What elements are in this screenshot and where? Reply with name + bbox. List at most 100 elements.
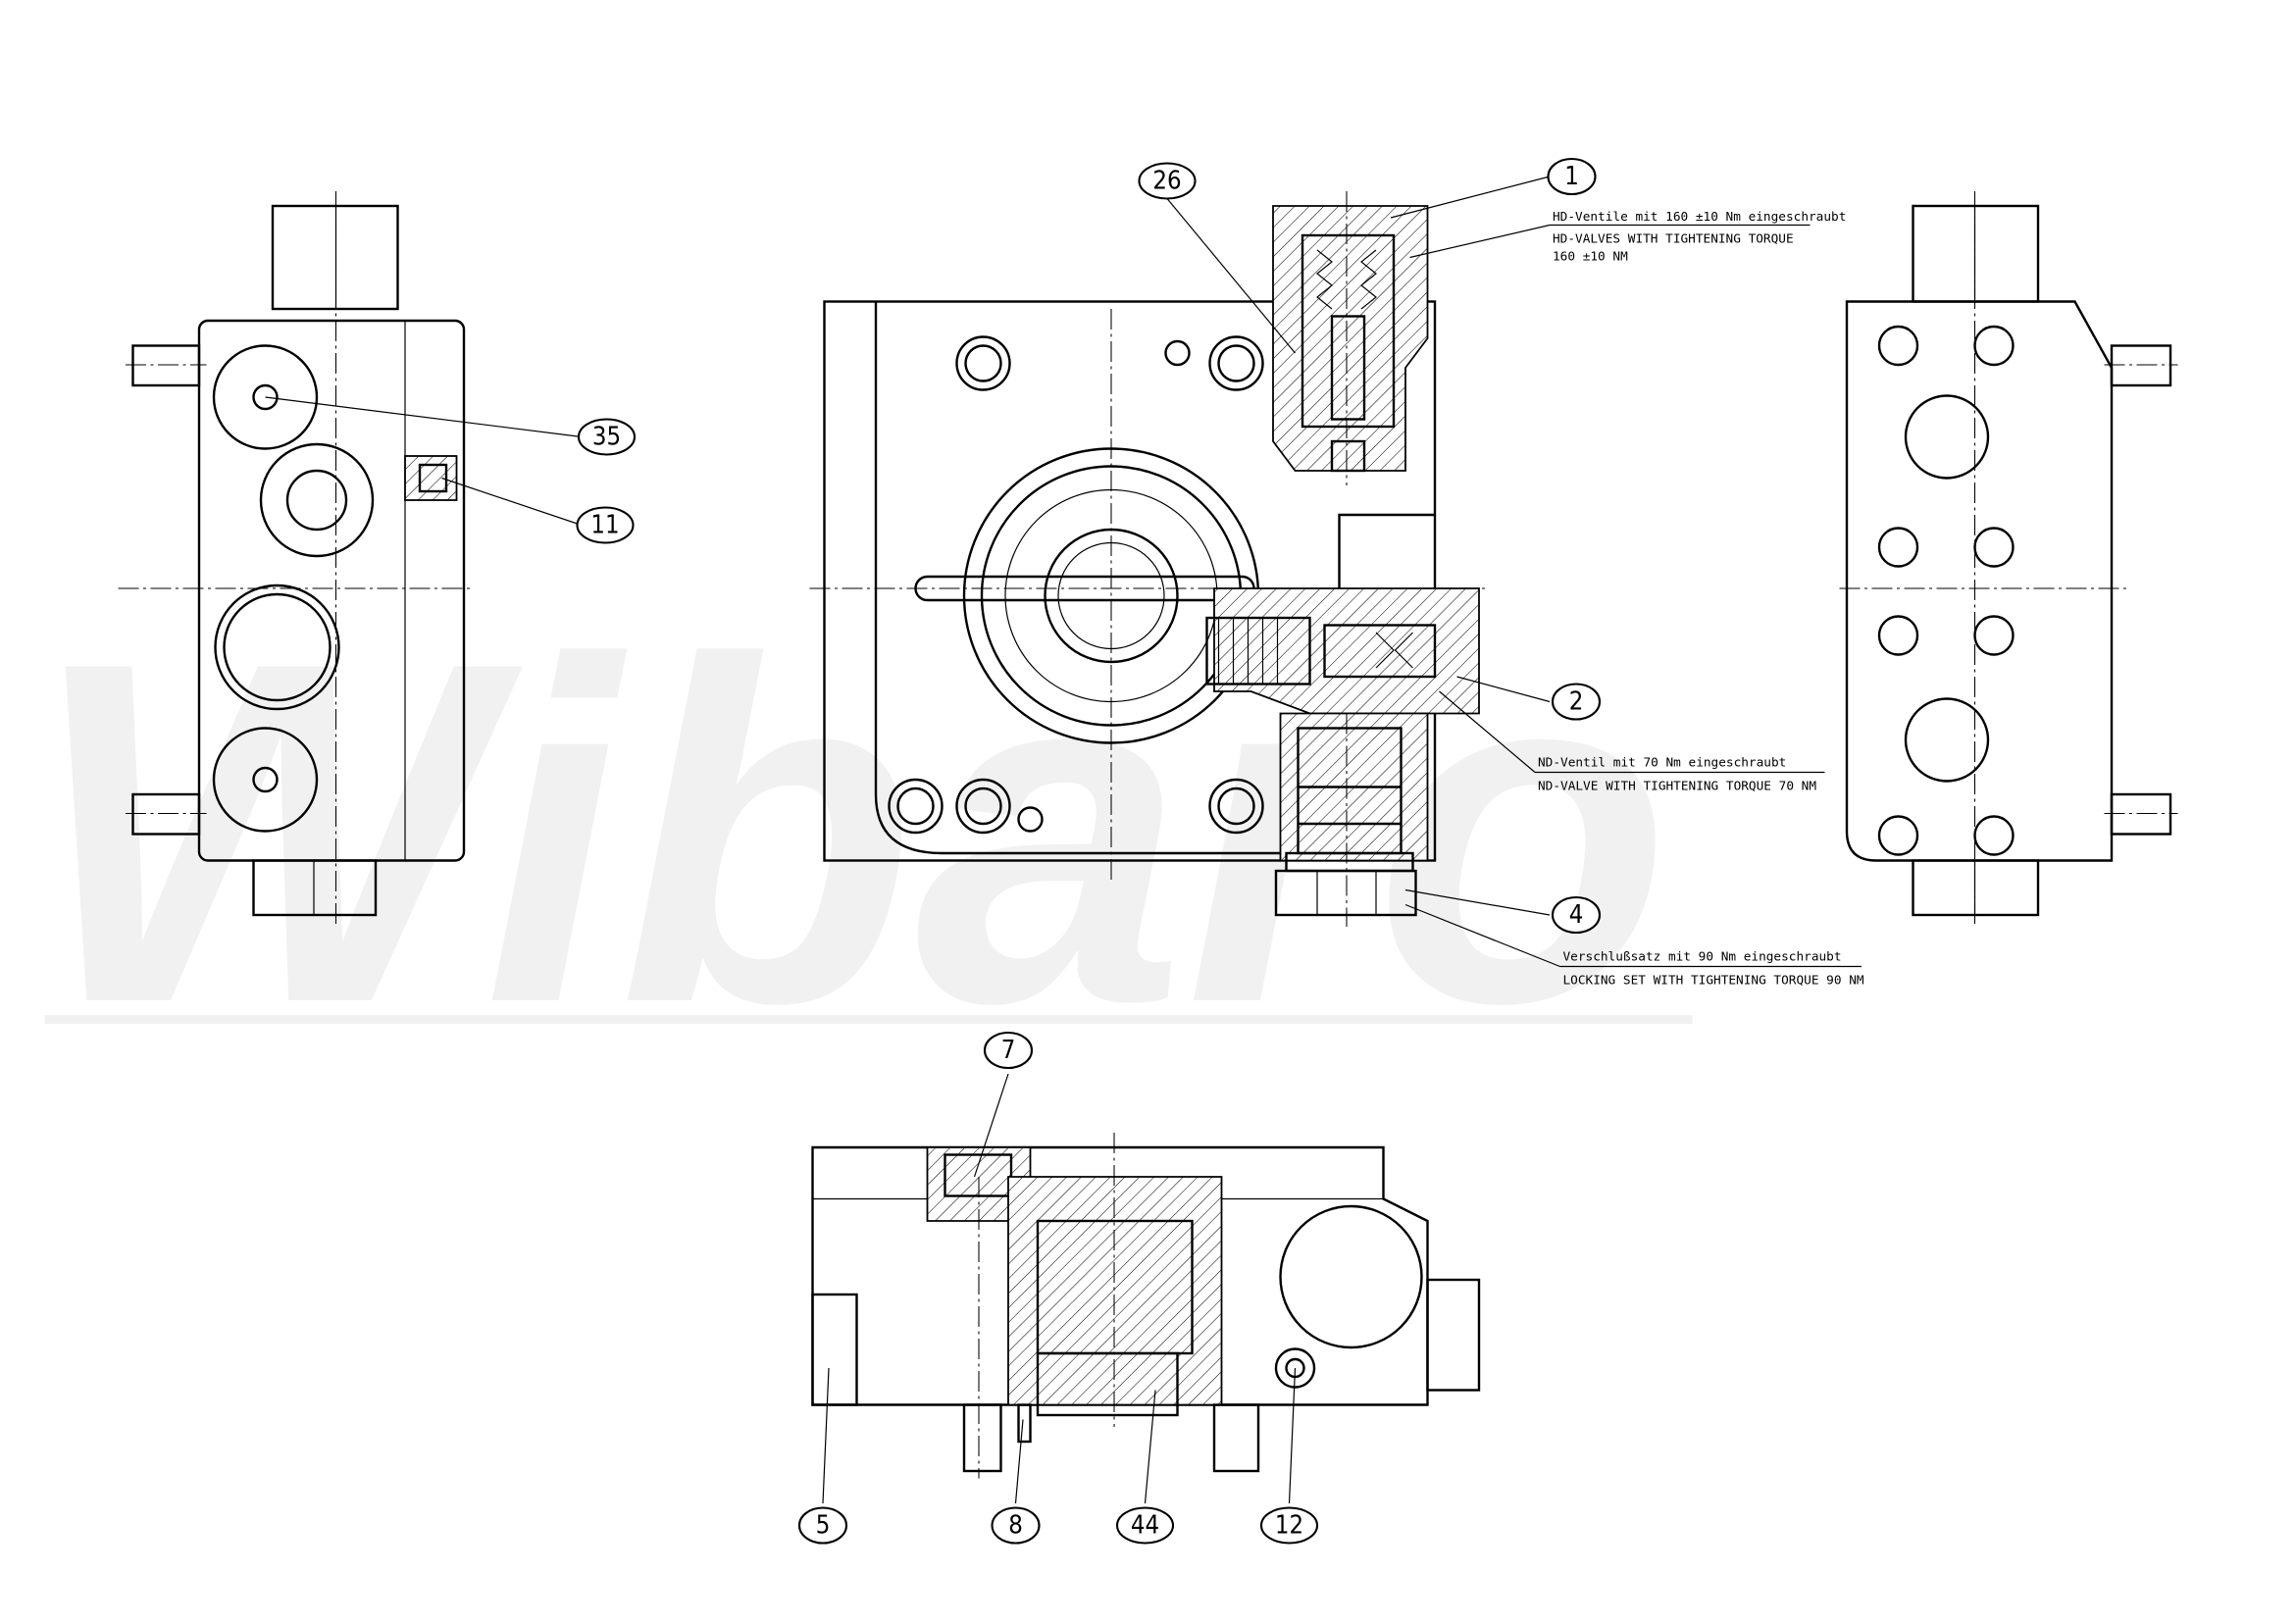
hd-valve-1 [1272,205,1429,473]
right-side-view [1839,191,2178,927]
left-pin-bottom [131,792,201,836]
drawing-stroke [1973,815,2015,856]
drawing-stroke [223,592,332,702]
drawing-stroke [1912,859,2040,917]
drawing-stroke [1404,903,1560,968]
right-body [1845,300,2114,862]
drawing-stroke [1330,315,1366,421]
front-body [823,300,1437,862]
left-side-view [118,191,472,927]
drawing-stroke: 11 [590,511,619,540]
left-pin-top [131,344,201,387]
plug-11-section [404,455,458,501]
drawing-stroke [1456,676,1551,703]
drawing-stroke: 5 [816,1511,831,1541]
section-44 [1007,1176,1223,1406]
drawing-stroke: 8 [1008,1511,1023,1541]
balloon-4: 4 [1551,895,1602,935]
drawing-stroke [1208,335,1264,391]
drawing-stroke [1036,1351,1179,1417]
drawing-stroke [1551,895,1602,935]
drawing-stroke [2110,792,2172,836]
drawing-stroke: 2 [1569,687,1584,717]
drawing-stroke [252,383,279,411]
drawing-stroke [1166,198,1296,354]
note-hd-en: HD-VALVES WITH TIGHTENING TORQUE [1553,232,1794,247]
note-nd-de: ND-Ventil mit 70 Nm eingeschraubt [1538,756,1786,771]
drawing-stroke [1330,439,1366,473]
drawing-stroke [1390,176,1551,219]
drawing-stroke [822,1367,830,1504]
balloon-7: 7 [983,1031,1034,1070]
right-top-nut [1912,204,2040,303]
note-hd-en-value: 160 ±10 NM [1553,250,1628,265]
drawing-stroke [1205,616,1311,685]
drawing-stroke [285,469,348,532]
drawing-stroke [1217,618,1279,685]
drawing-stroke [1973,527,2015,568]
drawing-stroke [1274,1347,1316,1389]
drawing-stroke [1551,683,1602,721]
drawing-stroke [1904,697,1990,783]
drawing-stroke [797,1506,848,1545]
front-view [809,191,1487,927]
bolt-holes [888,335,1264,835]
drawing-stroke [888,778,944,835]
drawing-stroke: 44 [1131,1511,1159,1541]
drawing-stroke [955,335,1011,391]
drawing-stroke [896,787,935,826]
drawing-stroke: 26 [1152,167,1181,196]
top-hex-nut [271,204,399,311]
drawing-stroke [1164,339,1191,367]
drawing-stroke [1409,224,1551,259]
drawing-stroke [1212,1403,1260,1473]
drawing-stroke [1973,615,2015,656]
drawing-stroke: 4 [1569,900,1584,930]
drawing-stroke [1904,394,1990,480]
drawing-stroke: 35 [592,423,621,452]
drawing-stroke [1274,869,1417,917]
bottom-hex-nut [252,859,378,917]
balloon-8: 8 [991,1506,1041,1545]
balloon-26: 26 [1138,162,1197,200]
drawing-stroke [214,584,340,711]
drawing-stroke [1323,624,1437,679]
drawing-stroke: 1 [1564,162,1579,191]
drawing-stroke [1547,157,1597,196]
drawing-stroke [1404,888,1551,916]
drawing-stroke [973,1073,1009,1178]
drawing-stroke [1144,1390,1156,1504]
drawing-stroke [1115,1506,1175,1545]
drawing-stroke [1877,615,1919,656]
balloon-12: 12 [1259,1506,1319,1545]
drawing-stroke [577,418,637,456]
top-section-view [811,1133,1481,1479]
drawing-stroke [259,442,375,558]
balloon-35: 35 [577,418,637,456]
drawing-stroke [1375,632,1413,669]
balloon-2: 2 [1551,683,1602,721]
drawing-stroke [1017,806,1044,833]
drawing-stroke [1288,1367,1297,1504]
drawing-stroke [1017,1403,1032,1444]
note-nd-en: ND-VALVE WITH TIGHTENING TORQUE 70 NM [1538,780,1816,794]
drawing-stroke [441,477,583,527]
locking-set-4 [1274,712,1429,917]
balloon-5: 5 [797,1506,848,1545]
drawing-stroke [1014,1419,1024,1504]
port-35 [212,344,319,450]
note-locking-en: LOCKING SET WITH TIGHTENING TORQUE 90 NM [1563,974,1864,989]
drawing-stroke [964,344,1002,382]
drawing-stroke [2110,344,2172,387]
drawing-stroke [576,506,635,544]
drawing-stroke [962,1403,1002,1473]
hex-plug [1279,1204,1423,1349]
drawing-stroke [265,396,583,438]
note-hd-de: HD-Ventile mit 160 ±10 Nm eingeschraubt [1553,210,1846,225]
drawing-stroke [1217,787,1255,826]
note-locking-de: Verschlußsatz mit 90 Nm eingeschraubt [1563,950,1842,965]
drawing-stroke [1877,815,1919,856]
nd-valve-2 [1205,587,1480,715]
